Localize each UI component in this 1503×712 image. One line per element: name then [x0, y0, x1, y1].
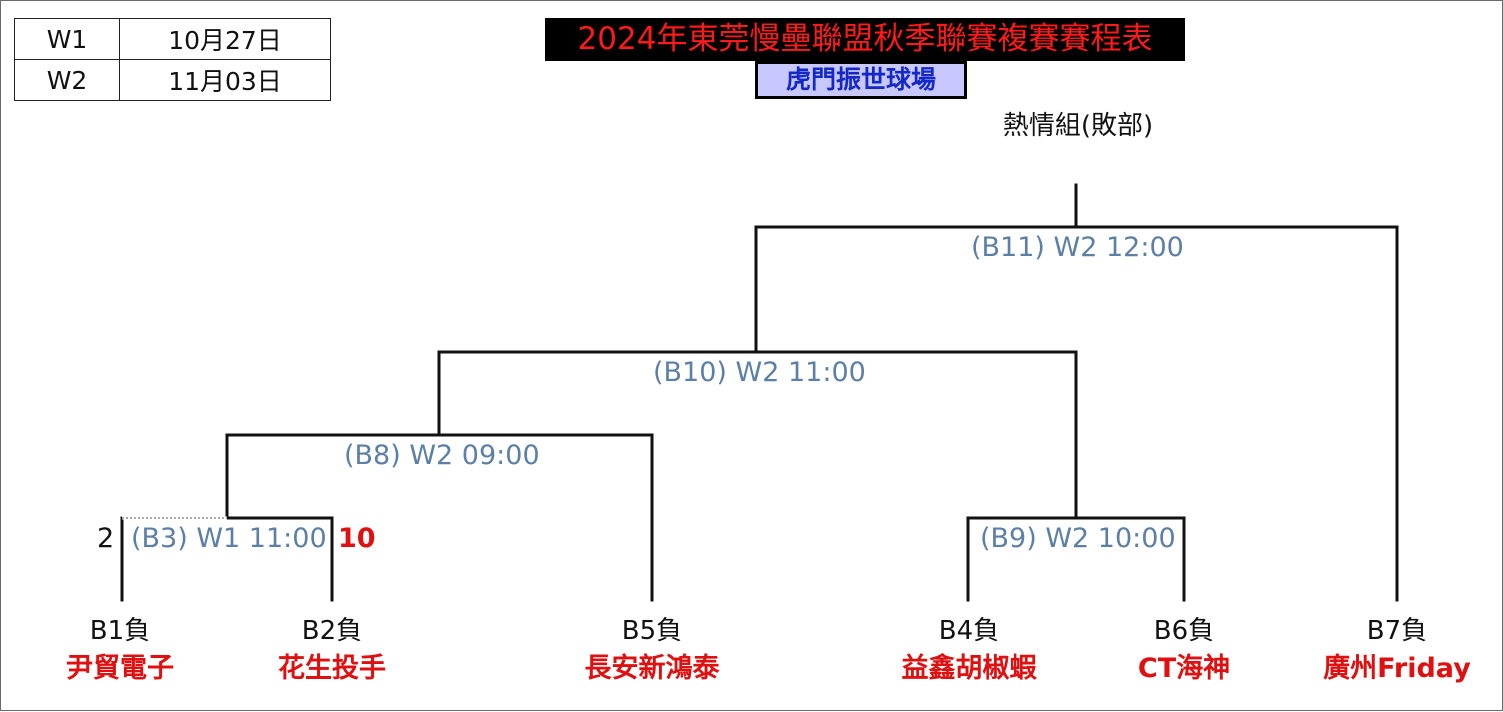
seed-label: B6負 [1153, 616, 1215, 646]
match-label-b10: (B10) W2 11:00 [653, 357, 866, 388]
week-cell: W1 [14, 18, 120, 60]
team-name: CT海神 [1137, 653, 1231, 684]
week-cell: W2 [14, 59, 120, 101]
team-name: 長安新鴻泰 [584, 653, 720, 684]
match-label-b9: (B9) W2 10:00 [980, 523, 1176, 554]
page-title: 2024年東莞慢壘聯盟秋季聯賽複賽賽程表 [545, 18, 1185, 61]
team-name: 花生投手 [278, 653, 386, 684]
team-name: 尹貿電子 [66, 653, 174, 684]
week-row: W1 10月27日 [14, 18, 331, 60]
match-label-b3: (B3) W1 11:00 [131, 523, 327, 554]
team-name: 廣州Friday [1323, 653, 1471, 684]
seed-label: B1負 [89, 616, 151, 646]
score-b3-right: 10 [338, 523, 376, 554]
seed-label: B2負 [301, 616, 363, 646]
group-label: 熱情組(敗部) [1002, 111, 1154, 141]
match-label-b8: (B8) W2 09:00 [344, 440, 540, 471]
seed-label: B5負 [621, 616, 683, 646]
seed-label: B7負 [1366, 616, 1428, 646]
week-date-table: W1 10月27日 W2 11月03日 [14, 18, 331, 101]
date-cell: 11月03日 [119, 59, 331, 101]
seed-label: B4負 [938, 616, 1000, 646]
score-b3-left: 2 [97, 523, 115, 554]
team-name: 益鑫胡椒蝦 [901, 653, 1037, 684]
match-label-b11: (B11) W2 12:00 [971, 232, 1184, 263]
date-cell: 10月27日 [119, 18, 331, 60]
week-row: W2 11月03日 [14, 59, 331, 101]
venue-label: 虎門振世球場 [755, 61, 967, 99]
